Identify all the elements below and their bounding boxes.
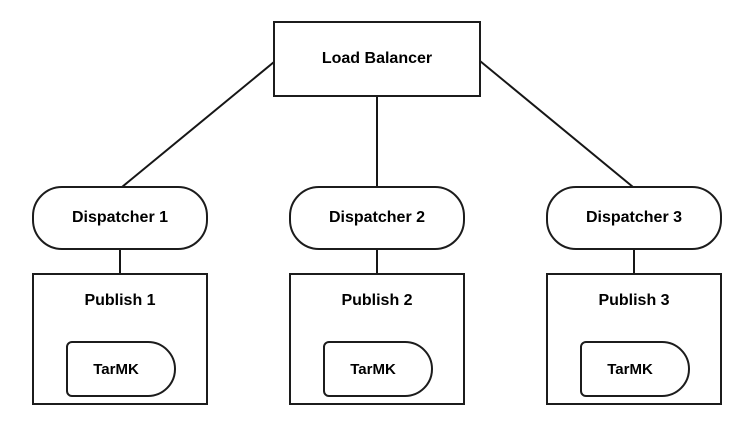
node-publish-1: Publish 1 TarMK bbox=[32, 273, 208, 405]
publish-1-label: Publish 1 bbox=[84, 292, 156, 309]
publish-2-label: Publish 2 bbox=[341, 292, 413, 309]
publish-3-label: Publish 3 bbox=[598, 292, 670, 309]
node-tarmk-2: TarMK bbox=[323, 341, 433, 397]
node-load-balancer: Load Balancer bbox=[273, 21, 481, 97]
dispatcher-1-label: Dispatcher 1 bbox=[71, 209, 169, 226]
tarmk-1-label: TarMK bbox=[93, 360, 139, 378]
dispatcher-2-label: Dispatcher 2 bbox=[328, 209, 426, 226]
tarmk-2-label: TarMK bbox=[350, 360, 396, 378]
node-dispatcher-3: Dispatcher 3 bbox=[546, 186, 722, 250]
edge-loadbalancer-dispatcher3 bbox=[479, 60, 634, 188]
node-dispatcher-2: Dispatcher 2 bbox=[289, 186, 465, 250]
dispatcher-3-label: Dispatcher 3 bbox=[585, 209, 683, 226]
node-dispatcher-1: Dispatcher 1 bbox=[32, 186, 208, 250]
tarmk-3-label: TarMK bbox=[607, 360, 653, 378]
edge-loadbalancer-dispatcher1 bbox=[121, 61, 275, 188]
load-balancer-label: Load Balancer bbox=[321, 50, 433, 67]
node-publish-2: Publish 2 TarMK bbox=[289, 273, 465, 405]
node-publish-3: Publish 3 TarMK bbox=[546, 273, 722, 405]
node-tarmk-1: TarMK bbox=[66, 341, 176, 397]
node-tarmk-3: TarMK bbox=[580, 341, 690, 397]
